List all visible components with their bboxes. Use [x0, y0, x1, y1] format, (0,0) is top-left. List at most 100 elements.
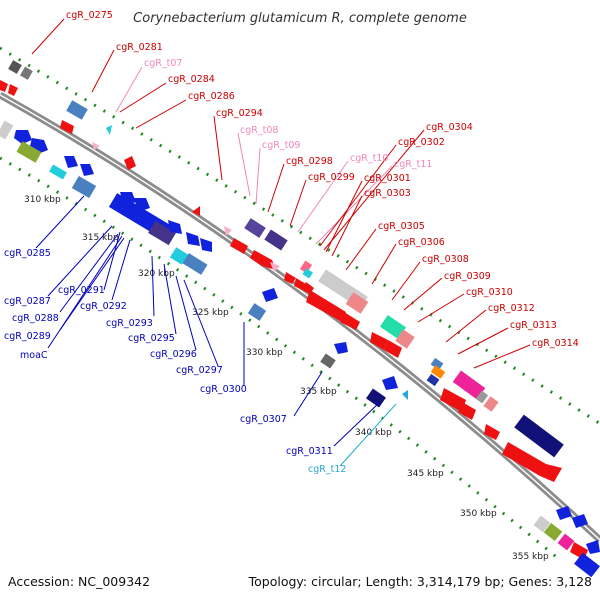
- trna-arrow: [270, 262, 280, 272]
- gene-arrow: [0, 80, 8, 92]
- inner-tick-track: [0, 156, 561, 562]
- forward-labels: cgR_0275 cgR_0281 cgR_t07 cgR_0284 cgR_0…: [66, 10, 579, 349]
- gene-block: [430, 357, 444, 371]
- scale-label: 340 kbp: [355, 428, 392, 438]
- gene-block: [244, 218, 266, 238]
- trna-label: cgR_t12: [308, 464, 346, 475]
- trna-arrow: [92, 142, 100, 150]
- gene-block: [426, 373, 440, 387]
- gene-block: [345, 292, 369, 314]
- gene-label: cgR_0287: [4, 296, 51, 307]
- gene-block: [557, 533, 575, 551]
- gene-block: [247, 303, 267, 321]
- gene-block: [543, 522, 563, 542]
- gene-arrow: [572, 514, 588, 528]
- gene-block: [16, 141, 42, 163]
- gene-arrow: [186, 232, 200, 246]
- map-title: Corynebacterium glutamicum R, complete g…: [133, 11, 467, 26]
- accession-text: Accession: NC_009342: [8, 574, 150, 589]
- gene-label: cgR_0312: [488, 303, 535, 314]
- gene-label: moaC: [20, 350, 48, 361]
- gene-arrow: [168, 220, 182, 234]
- gene-arrow: [334, 342, 348, 354]
- gene-arrow: [382, 376, 398, 390]
- gene-block: [20, 66, 33, 80]
- gene-label: cgR_0288: [12, 313, 59, 324]
- gene-block: [395, 329, 415, 349]
- gene-label: cgR_0304: [426, 122, 473, 133]
- reverse-label-leaders: [35, 195, 397, 467]
- gene-arrow: [294, 278, 306, 290]
- gene-label: cgR_0299: [308, 172, 355, 183]
- gene-block: [452, 370, 486, 400]
- gene-arrow: [230, 238, 248, 254]
- gene-label: cgR_0305: [378, 221, 425, 232]
- gene-label: cgR_0293: [106, 318, 153, 329]
- gene-arrow: [192, 206, 200, 216]
- gene-block: [49, 164, 67, 180]
- gene-block: [514, 414, 564, 458]
- gene-arrow: [340, 312, 360, 330]
- gene-arrow: [284, 272, 296, 284]
- trna-arrow: [402, 390, 408, 400]
- gene-label: cgR_0291: [58, 285, 105, 296]
- gene-arrow: [250, 250, 276, 270]
- gene-block: [475, 390, 489, 404]
- scale-label: 335 kbp: [300, 387, 337, 397]
- tick-tracks: [0, 46, 600, 562]
- gene-label: cgR_0286: [188, 91, 235, 102]
- gene-label: cgR_0308: [422, 254, 469, 265]
- gene-label: cgR_0313: [510, 320, 557, 331]
- gene-arrow: [484, 424, 500, 440]
- gene-block: [71, 175, 97, 199]
- trna-label: cgR_t09: [262, 140, 300, 151]
- gene-label: cgR_0297: [176, 365, 223, 376]
- gene-arrow: [370, 332, 388, 350]
- gene-arrow: [384, 340, 402, 358]
- gene-label: cgR_0311: [286, 446, 333, 457]
- scale-label: 310 kbp: [24, 195, 61, 205]
- gene-arrow: [8, 84, 18, 96]
- gene-block: [0, 120, 14, 140]
- outer-tick-track: [0, 46, 600, 426]
- gene-block: [264, 229, 288, 251]
- gene-label: cgR_0314: [532, 338, 579, 349]
- gene-arrow: [14, 130, 32, 144]
- scale-label: 355 kbp: [512, 552, 549, 562]
- forward-strand-features: [0, 60, 588, 560]
- gene-label: cgR_0294: [216, 108, 263, 119]
- gene-arrow: [586, 540, 600, 554]
- trna-label: cgR_t11: [394, 159, 432, 170]
- scale-label: 330 kbp: [246, 348, 283, 358]
- gene-label: cgR_0307: [240, 414, 287, 425]
- gene-block: [483, 396, 499, 412]
- topology-text: Topology: circular; Length: 3,314,179 bp…: [248, 574, 592, 589]
- trna-arrow: [106, 125, 112, 135]
- trna-label: cgR_t10: [350, 153, 388, 164]
- gene-label: cgR_0309: [444, 271, 491, 282]
- trna-label: cgR_t08: [240, 125, 278, 136]
- gene-arrow: [64, 156, 78, 168]
- gene-label: cgR_0310: [466, 287, 513, 298]
- gene-block: [148, 220, 176, 246]
- gene-label: cgR_0285: [4, 248, 51, 259]
- gene-arrow: [262, 288, 278, 302]
- gene-arrow: [60, 120, 74, 134]
- gene-label: cgR_0298: [286, 156, 333, 167]
- gene-label: cgR_0302: [398, 137, 445, 148]
- gene-block: [430, 365, 446, 379]
- gene-block: [366, 388, 386, 408]
- gene-label: cgR_0275: [66, 10, 113, 21]
- trna-label: cgR_t07: [144, 58, 182, 69]
- gene-label: cgR_0284: [168, 74, 215, 85]
- gene-label: cgR_0301: [364, 173, 411, 184]
- gene-block: [169, 247, 189, 265]
- gene-label: cgR_0292: [80, 301, 127, 312]
- gene-label: cgR_0306: [398, 237, 445, 248]
- scale-label: 345 kbp: [407, 469, 444, 479]
- reverse-strand-features: [0, 120, 600, 578]
- gene-label: cgR_0300: [200, 384, 247, 395]
- gene-block: [8, 60, 22, 74]
- gene-label: cgR_0296: [150, 349, 197, 360]
